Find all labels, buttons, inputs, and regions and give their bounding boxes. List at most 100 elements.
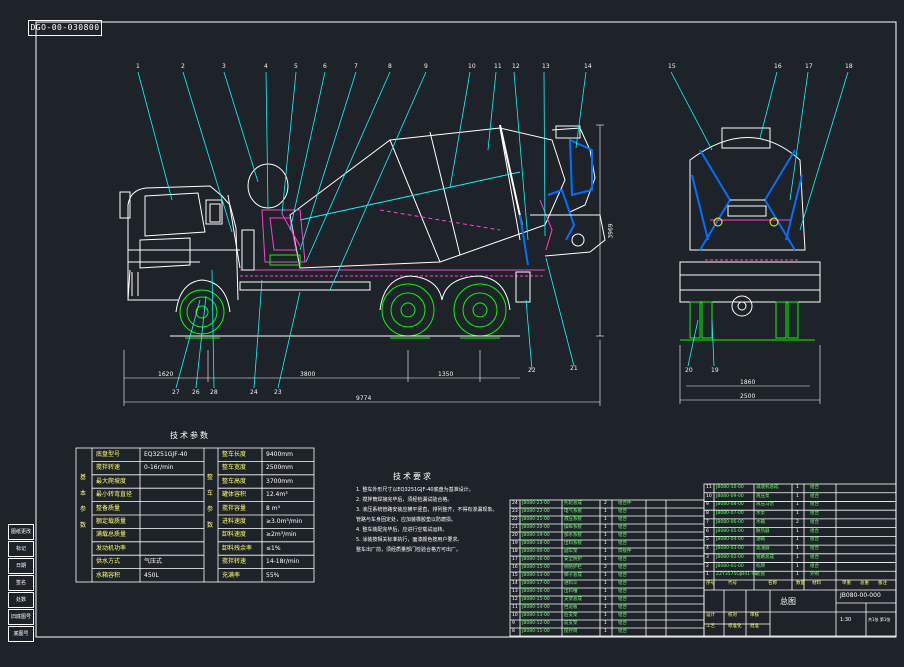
balloon-13: 13 xyxy=(542,63,550,70)
param-label: 额定载质量 xyxy=(96,518,127,525)
balloon-1: 1 xyxy=(136,63,140,70)
bom-mat: 组合 xyxy=(810,537,819,543)
bom-code: JB080-04-00 xyxy=(716,537,744,543)
bom-code: JB080-20-00 xyxy=(522,524,550,530)
title-role: 校对 xyxy=(728,613,737,618)
bom-code: ZZY3575GJB41-4B xyxy=(716,572,758,578)
bom-header-cell: 代号 xyxy=(728,581,737,586)
bom-name: 标牌 xyxy=(756,563,765,569)
bom-qty: 1 xyxy=(604,556,607,562)
param-value: ≥3.0m³/min xyxy=(266,518,303,525)
bom-mat: 组合 xyxy=(618,508,627,514)
param-value: 8 m³ xyxy=(266,504,280,512)
bom-qty: 1 xyxy=(604,532,607,538)
balloon-9: 9 xyxy=(424,63,428,70)
bom-header-cell: 备注 xyxy=(878,581,887,586)
bom-name: 滤油器 xyxy=(756,546,770,552)
bom-qty: 1 xyxy=(604,540,607,546)
bom-name: 副车架 xyxy=(564,548,578,554)
requirement-line: 2. 搅拌筒焊接完毕后，须经检漏试验合格。 xyxy=(356,497,453,503)
bom-qty: 1 xyxy=(604,524,607,530)
bom-qty: 1 xyxy=(604,604,607,610)
balloon-17: 17 xyxy=(805,63,813,70)
bom-qty: 1 xyxy=(796,528,799,534)
bom-no: 6 xyxy=(706,528,709,534)
param-group-left: 基本参数 xyxy=(80,474,87,529)
param-value: 3700mm xyxy=(266,477,293,485)
bom-mat: 外购 xyxy=(810,572,819,578)
bom-header-cell: 总重 xyxy=(860,581,869,586)
param-label: 搅拌转速 xyxy=(96,464,121,472)
bom-qty: 1 xyxy=(796,546,799,552)
bom-name: 出料槽 xyxy=(564,588,578,594)
param-label: 整车宽度 xyxy=(222,464,247,472)
param-label: 满载总质量 xyxy=(96,531,127,539)
balloon-3: 3 xyxy=(222,63,226,70)
bom-name: 油箱 xyxy=(756,537,765,543)
bom-name: 搅拌筒 xyxy=(564,628,578,634)
bom-code: JB080-21-00 xyxy=(522,516,550,522)
bom-mat: 组合 xyxy=(618,580,627,586)
bom-no: 7 xyxy=(706,519,709,525)
bom-qty: 1 xyxy=(604,628,607,634)
bom-no: 11 xyxy=(706,485,712,490)
bom-mat: 组合 xyxy=(810,511,819,517)
revision-cell: 签名 xyxy=(8,575,34,591)
balloon-22: 22 xyxy=(528,367,536,374)
bom-mat: 组合 xyxy=(618,588,627,594)
param-value: 9400mm xyxy=(266,451,293,458)
bom-code: JB080-11-00 xyxy=(522,628,550,634)
bom-code: JB080-07-00 xyxy=(716,511,744,517)
bom-no: 22 xyxy=(512,516,518,522)
bom-name: 出料系统 xyxy=(564,540,582,546)
bom-code: JB080-18-00 xyxy=(522,540,550,546)
param-label: 最大爬坡度 xyxy=(96,477,127,485)
balloon-11: 11 xyxy=(494,63,502,70)
bom-header-cell: 单重 xyxy=(842,581,851,586)
bom-mat: 组合 xyxy=(810,528,819,534)
bom-qty: 1 xyxy=(604,612,607,618)
bom-no: 23 xyxy=(512,508,518,514)
drawing-code: JB080-00-000 xyxy=(840,592,881,599)
param-value: ≤1% xyxy=(266,544,281,552)
drawing-name: 总图 xyxy=(780,597,796,606)
bom-no: 5 xyxy=(706,537,709,543)
bom-qty: 2 xyxy=(604,564,607,570)
bom-header-cell: 数量 xyxy=(796,581,805,586)
bom-no: 14 xyxy=(512,580,518,586)
balloon-6: 6 xyxy=(323,63,327,70)
bom-name: 液压泵 xyxy=(756,493,770,499)
bom-name: 进料斗 xyxy=(564,580,578,586)
title-role: 设计 xyxy=(706,613,715,618)
bom-no: 17 xyxy=(512,556,518,562)
bom-no: 13 xyxy=(512,588,518,594)
title-role: 审核 xyxy=(750,613,759,618)
param-value: 2500mm xyxy=(266,464,293,472)
tech-param-table-lines xyxy=(75,447,315,583)
bom-mat: 组合 xyxy=(618,596,627,602)
bom-mat: 组合件 xyxy=(618,500,632,506)
bom-code: JB080-23-00 xyxy=(522,500,550,506)
requirement-line: 1. 整车外形尺寸以EQ3251GJF-40底盘为基准设计。 xyxy=(356,487,474,493)
bom-qty: 1 xyxy=(796,554,799,560)
param-value: EQ3251GJF-40 xyxy=(144,451,188,458)
bom-no: 24 xyxy=(512,500,518,506)
bom-qty: 2 xyxy=(604,500,607,506)
bom-no: 2 xyxy=(706,563,709,569)
param-value: 55% xyxy=(266,571,280,579)
bom-mat: 组合 xyxy=(618,564,627,570)
bom-name: 支架总成 xyxy=(564,596,582,602)
balloon-12: 12 xyxy=(512,63,520,70)
bom-no: 19 xyxy=(512,540,518,546)
bom-header-cell: 序号 xyxy=(706,581,715,586)
balloon-8: 8 xyxy=(388,63,392,70)
param-group-right: 整车参数 xyxy=(207,474,214,529)
revision-cell: 日期 xyxy=(8,558,34,574)
param-label: 最小转弯直径 xyxy=(96,491,133,499)
bom-qty: 1 xyxy=(604,596,607,602)
bom-mat: 组合 xyxy=(618,516,627,522)
balloon-5: 5 xyxy=(294,63,298,70)
bom-no: 16 xyxy=(512,564,518,570)
